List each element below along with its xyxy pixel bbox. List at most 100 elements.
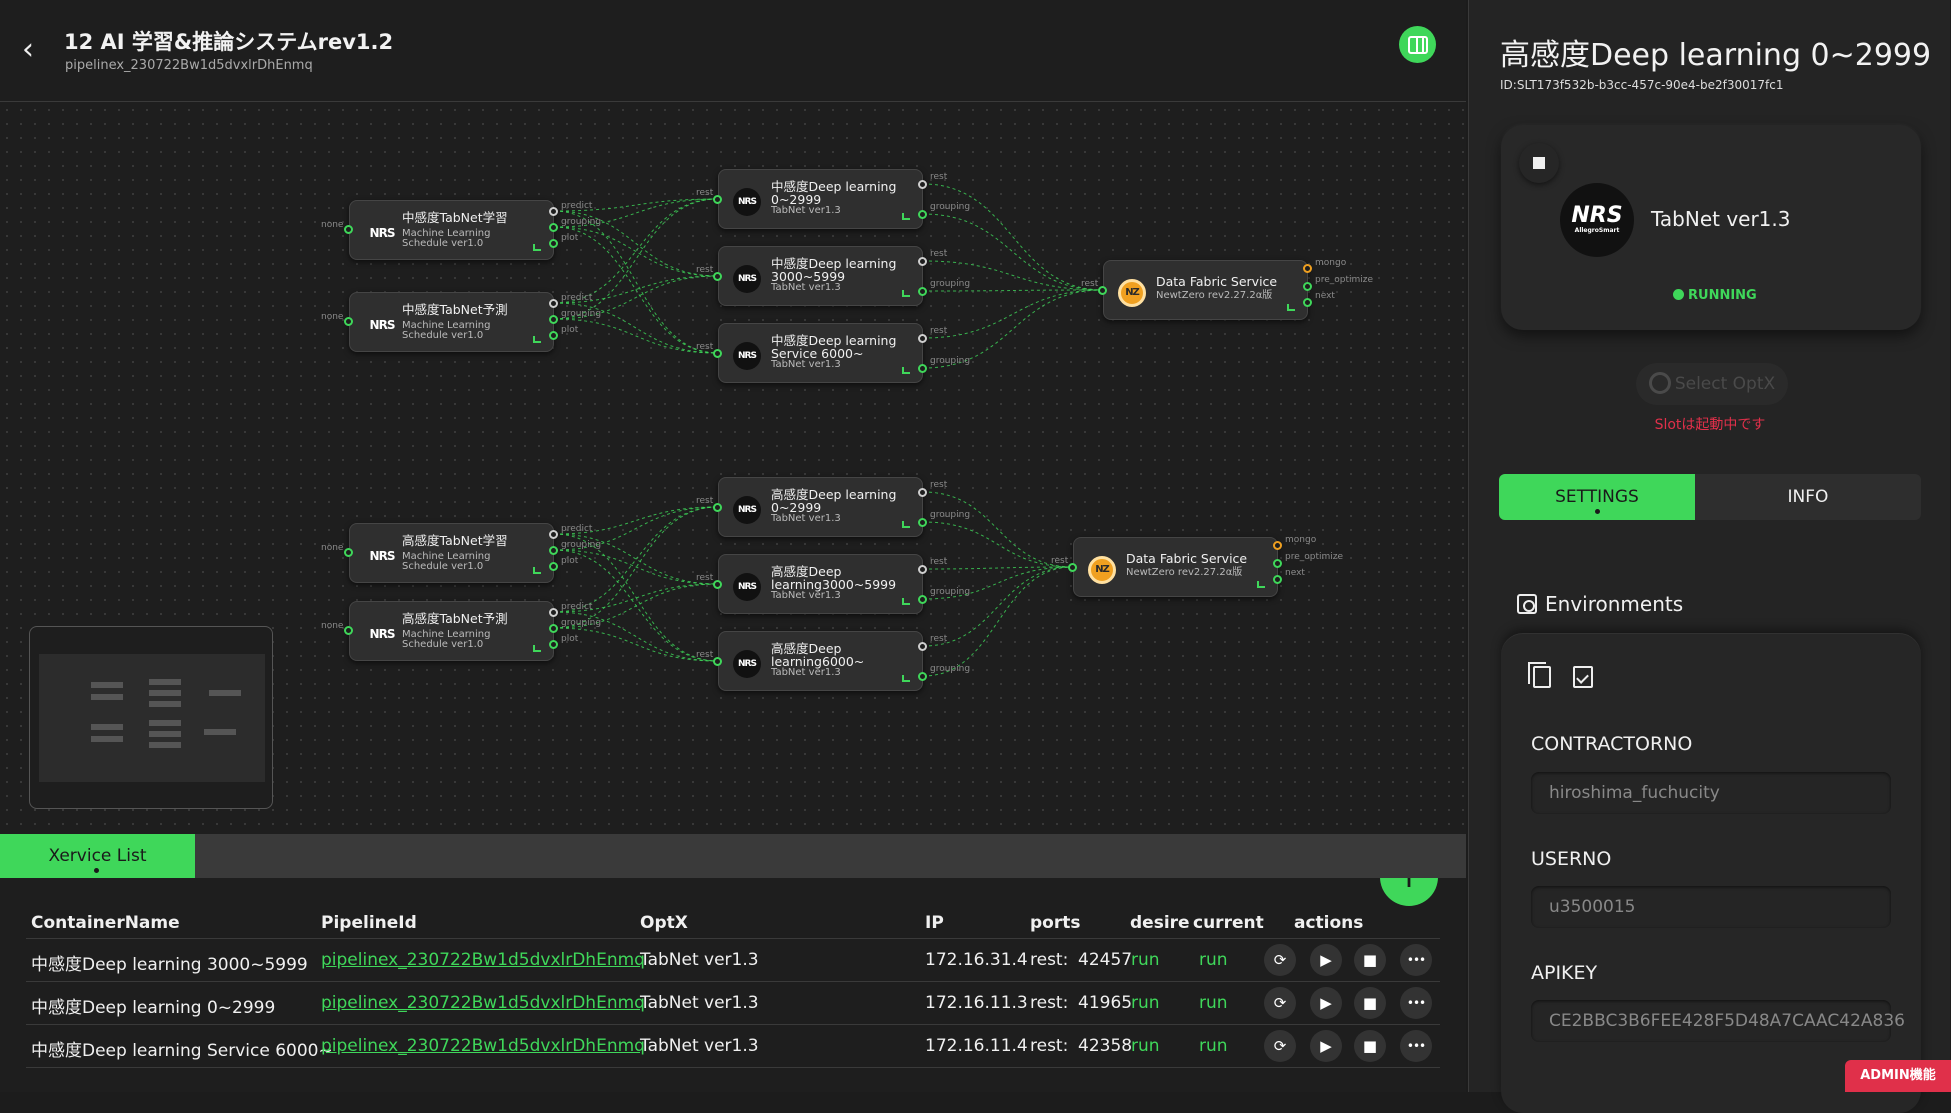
restart-icon[interactable]: ⟳ (1264, 987, 1296, 1019)
node-port[interactable] (549, 223, 558, 232)
node-port[interactable] (918, 672, 927, 681)
copy-icon[interactable] (1528, 662, 1551, 688)
stop-icon[interactable]: ■ (1354, 987, 1386, 1019)
node-port[interactable] (918, 518, 927, 527)
minimap-node (91, 736, 123, 742)
node-port[interactable] (549, 608, 558, 617)
checklist-icon[interactable] (1573, 666, 1593, 688)
node-port[interactable] (713, 195, 722, 204)
back-arrow-icon[interactable]: ‹ (22, 32, 34, 67)
col-pipeline-id: PipelineId (321, 913, 417, 933)
connection-edge (922, 260, 1104, 291)
node-port[interactable] (1303, 264, 1312, 273)
node-port[interactable] (549, 624, 558, 633)
node-port[interactable] (549, 207, 558, 216)
userno-field[interactable]: u3500015 (1531, 886, 1891, 928)
stop-icon (1533, 157, 1545, 169)
node-port[interactable] (918, 642, 927, 651)
node-port[interactable] (713, 580, 722, 589)
node-port[interactable] (713, 272, 722, 281)
connection-edge (553, 318, 719, 354)
stop-icon[interactable]: ■ (1354, 1030, 1386, 1062)
node-port[interactable] (549, 315, 558, 324)
node-port[interactable] (1068, 563, 1077, 572)
port-label: grouping (930, 587, 971, 597)
node-port[interactable] (918, 595, 927, 604)
node-port[interactable] (1273, 575, 1282, 584)
more-icon[interactable]: ••• (1400, 987, 1432, 1019)
environments-card: CONTRACTORNO hiroshima_fuchucity USERNO … (1501, 633, 1921, 1113)
tab-service-list[interactable]: Xervice List (0, 834, 195, 878)
node-port[interactable] (918, 180, 927, 189)
stop-icon[interactable]: ■ (1354, 944, 1386, 976)
pipeline-link[interactable]: pipelinex_230722Bw1d5dvxlrDhEnmq (321, 950, 645, 970)
node-port[interactable] (918, 565, 927, 574)
play-icon[interactable]: ▶ (1310, 1030, 1342, 1062)
node-port[interactable] (918, 287, 927, 296)
node-port[interactable] (344, 225, 353, 234)
pipeline-link[interactable]: pipelinex_230722Bw1d5dvxlrDhEnmq (321, 993, 645, 1013)
node-port[interactable] (1273, 541, 1282, 550)
more-icon[interactable]: ••• (1400, 944, 1432, 976)
col-ports: ports (1030, 913, 1081, 933)
pipeline-link[interactable]: pipelinex_230722Bw1d5dvxlrDhEnmq (321, 1036, 645, 1056)
node-port[interactable] (1303, 282, 1312, 291)
node-port[interactable] (1303, 298, 1312, 307)
tab-info[interactable]: INFO (1787, 487, 1829, 507)
node-port[interactable] (918, 488, 927, 497)
table-header: ContainerName PipelineId OptX IP ports d… (26, 905, 1440, 939)
node-port[interactable] (918, 334, 927, 343)
node-port[interactable] (713, 349, 722, 358)
admin-button[interactable]: ADMIN機能 (1845, 1060, 1951, 1092)
minimap[interactable] (29, 626, 273, 809)
toggle-panel-button[interactable] (1399, 26, 1436, 63)
node-port[interactable] (549, 530, 558, 539)
contractorno-field[interactable]: hiroshima_fuchucity (1531, 772, 1891, 814)
more-icon[interactable]: ••• (1400, 1030, 1432, 1062)
play-icon[interactable]: ▶ (1310, 987, 1342, 1019)
select-optx-button[interactable]: Select OptX (1636, 363, 1788, 405)
node-port[interactable] (918, 364, 927, 373)
table-row[interactable]: 中感度Deep learning Service 6000~pipelinex_… (26, 1025, 1440, 1068)
page-header: ‹ 12 AI 学習&推論システムrev1.2 pipelinex_230722… (0, 0, 1466, 102)
restart-icon[interactable]: ⟳ (1264, 1030, 1296, 1062)
play-icon[interactable]: ▶ (1310, 944, 1342, 976)
port-label: none (321, 312, 344, 322)
node-port[interactable] (549, 640, 558, 649)
node-port[interactable] (549, 331, 558, 340)
pipeline-edges (553, 183, 1104, 677)
node-port[interactable] (549, 299, 558, 308)
node-port[interactable] (1098, 286, 1107, 295)
node-port[interactable] (1273, 559, 1282, 568)
node-port[interactable] (549, 239, 558, 248)
node-port[interactable] (344, 626, 353, 635)
node-port[interactable] (713, 657, 722, 666)
node-port[interactable] (549, 546, 558, 555)
node-port[interactable] (918, 210, 927, 219)
node-port[interactable] (344, 548, 353, 557)
apikey-field[interactable]: CE2BBC3B6FEE428F5D48A7CAAC42A836 (1531, 1000, 1905, 1042)
stop-slot-button[interactable] (1519, 143, 1559, 183)
node-port[interactable] (344, 317, 353, 326)
node-port[interactable] (713, 503, 722, 512)
node-port[interactable] (918, 257, 927, 266)
tab-settings[interactable]: SETTINGS (1499, 474, 1695, 520)
port-label: rest (696, 573, 714, 583)
restart-icon[interactable]: ⟳ (1264, 944, 1296, 976)
node-port[interactable] (549, 562, 558, 571)
